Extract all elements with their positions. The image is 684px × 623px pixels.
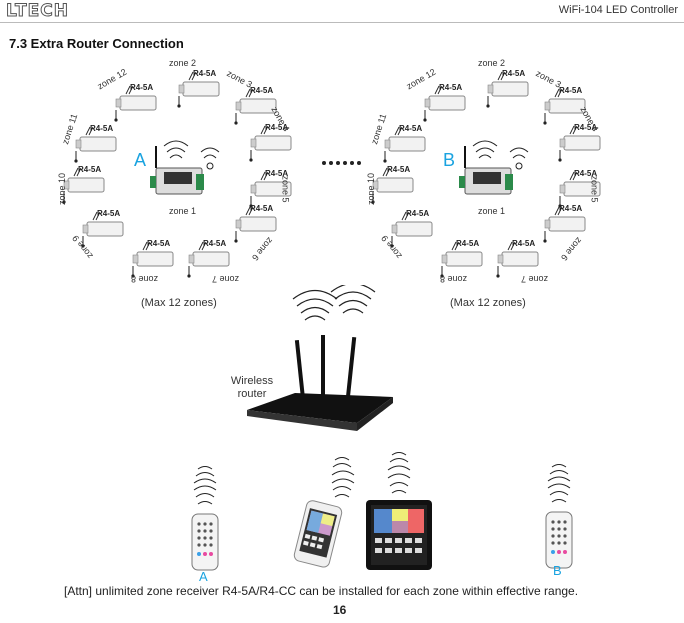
receiver-r4-5a-icon [558, 171, 601, 208]
receiver-r4-5a-icon [440, 241, 483, 278]
receiver-r4-5a-icon [371, 167, 414, 204]
receiver-r4-5a-icon [234, 206, 277, 243]
receiver-r4-5a-icon [423, 85, 466, 122]
group-b-letter: B [443, 150, 456, 170]
remote-a-letter: A [199, 569, 208, 584]
receiver-r4-5a-icon [81, 211, 124, 248]
ellipsis-dots [322, 161, 361, 165]
receiver-r4-5a-icon [383, 126, 426, 163]
receiver-model-label: R4-5A [97, 209, 121, 218]
receiver-model-label: R4-5A [512, 239, 536, 248]
receiver-model-label: R4-5A [90, 124, 114, 133]
attention-note: [Attn] unlimited zone receiver R4-5A/R4-… [64, 584, 579, 598]
section-title: 7.3 Extra Router Connection [9, 36, 184, 51]
receiver-model-label: R4-5A [250, 204, 274, 213]
receiver-model-label: R4-5A [406, 209, 430, 218]
zone-label: zone 5 [589, 175, 600, 203]
receiver-r4-5a-icon [131, 241, 174, 278]
router-label-line1: Wireless [230, 375, 274, 387]
receiver-model-label: R4-5A [502, 69, 526, 78]
group-a-letter: A [134, 150, 147, 170]
receiver-r4-5a-icon [543, 206, 586, 243]
receiver-model-label: R4-5A [78, 165, 102, 174]
receiver-model-label: R4-5A [559, 86, 583, 95]
receiver-model-label: R4-5A [265, 123, 289, 132]
page-number: 16 [333, 603, 347, 617]
zone-label: zone 10 [366, 172, 377, 206]
receiver-model-label: R4-5A [250, 86, 274, 95]
wifi-controller-icon [459, 140, 529, 195]
zone-label: zone 7 [212, 274, 240, 284]
controller-zone-label: zone 1 [169, 206, 197, 216]
zone-label: zone 8 [131, 274, 159, 284]
receiver-model-label: R4-5A [193, 69, 217, 78]
zone-label: zone 8 [440, 274, 468, 284]
document-title: WiFi-104 LED Controller [558, 4, 678, 16]
receiver-r4-5a-icon [177, 71, 220, 108]
zone-group-a-graphic [62, 71, 292, 278]
receiver-model-label: R4-5A [456, 239, 480, 248]
brand-logo: LTECH [6, 1, 69, 22]
zone-label: zone 7 [521, 274, 549, 284]
receiver-model-label: R4-5A [265, 169, 289, 178]
wifi-controller-icon [150, 140, 220, 195]
receiver-r4-5a-icon [486, 71, 529, 108]
zone-label: zone 5 [280, 175, 291, 203]
receiver-r4-5a-icon [249, 171, 292, 208]
zone-label: zone 10 [57, 172, 68, 206]
smartphone-icon [293, 457, 355, 568]
zone-label: zone 2 [478, 58, 506, 68]
receiver-model-label: R4-5A [574, 123, 598, 132]
receiver-model-label: R4-5A [203, 239, 227, 248]
header-divider [0, 22, 684, 23]
remote-control-a-icon [191, 466, 219, 571]
receiver-r4-5a-icon [187, 241, 230, 278]
receiver-r4-5a-icon [114, 85, 157, 122]
receiver-model-label: R4-5A [439, 83, 463, 92]
remote-control-b-icon [545, 464, 573, 569]
receiver-model-label: R4-5A [399, 124, 423, 133]
zone-group-b-graphic [371, 71, 601, 278]
receiver-r4-5a-icon [234, 88, 277, 125]
router-label-line2: router [237, 388, 267, 400]
receiver-model-label: R4-5A [130, 83, 154, 92]
max-zones-label: (Max 12 zones) [450, 297, 526, 309]
max-zones-label: (Max 12 zones) [141, 297, 217, 309]
receiver-model-label: R4-5A [387, 165, 411, 174]
wireless-router-icon [247, 285, 393, 431]
receiver-r4-5a-icon [249, 125, 292, 162]
tablet-icon [366, 452, 432, 570]
controller-zone-label: zone 1 [478, 206, 506, 216]
receiver-r4-5a-icon [496, 241, 539, 278]
receiver-model-label: R4-5A [147, 239, 171, 248]
receiver-r4-5a-icon [558, 125, 601, 162]
receiver-model-label: R4-5A [574, 169, 598, 178]
router-label: Wireless router [222, 375, 282, 401]
remote-b-letter: B [553, 563, 562, 578]
receiver-r4-5a-icon [543, 88, 586, 125]
receiver-model-label: R4-5A [559, 204, 583, 213]
receiver-r4-5a-icon [390, 211, 433, 248]
zone-label: zone 2 [169, 58, 197, 68]
receiver-r4-5a-icon [74, 126, 117, 163]
receiver-r4-5a-icon [62, 167, 105, 204]
